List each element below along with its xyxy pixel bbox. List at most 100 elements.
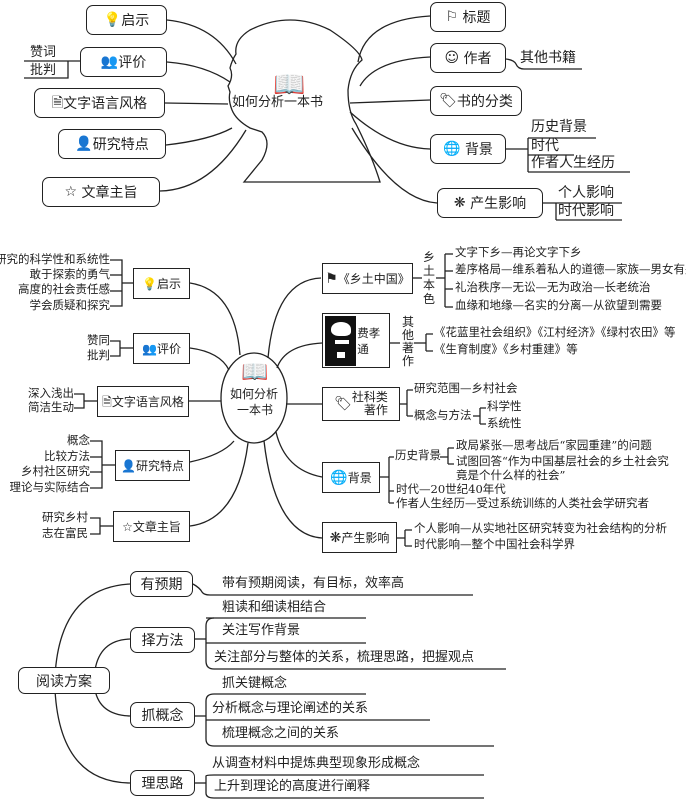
map2-eval-sub-1: 赞同 [87,333,110,347]
map2-node-category[interactable]: 🏷 社科类 著作 [322,387,400,421]
map2-node-research[interactable]: 👤研究特点 [115,450,190,481]
map2-category-scope: 研究范围—乡村社会 [414,381,518,395]
map2-impact-sub-1: 个人影响—从实地社区研究转变为社会结构的分析 [414,521,667,535]
map2-research-sub-4: 理论与实际结合 [9,480,91,494]
map2-category-line2: 著作 [363,403,388,417]
flag-icon: ⚑ [325,270,338,287]
head-outline [227,19,381,183]
map1-bg-sub-life: 作者人生经历 [531,155,615,171]
map3-branch-method[interactable]: 择方法 [130,627,195,653]
map1-impact-sub-personal: 个人影响 [558,185,614,201]
document-icon: 🗎 [102,394,112,409]
map2-eval-sub-2: 批判 [87,348,110,362]
globe-icon: 🌐 [330,469,348,486]
map2-research-sub-2: 比较方法 [44,449,90,463]
map2-node-book[interactable]: ⚑《乡土中国》 [322,263,413,294]
map2-book-icon: 📖 [241,360,269,385]
map3-root[interactable]: 阅读方案 [18,667,110,694]
star-icon: ☆ [64,184,82,200]
map3-method-item-2: 关注写作背景 [222,623,301,638]
map2-book-sub-4: 血缘和地缘—名实的分离—从欲望到需要 [455,298,662,312]
map2-book-sub-3: 礼治秩序—无讼—无为政治—长老统治 [455,280,651,294]
map2-book-sub-2: 差序格局—维系着私人的道德—家族—男女有别 [455,262,686,276]
document-icon: 🗎 [51,95,64,111]
map3-expect-item-1: 带有预期阅读，有目标，效率高 [222,576,405,591]
map2-style-sub-2: 简洁生动 [28,400,74,414]
map3-branch-concept[interactable]: 抓概念 [130,702,195,728]
person-icon: 👤 [121,458,136,473]
people-icon: 👥 [100,54,119,70]
map3-concept-item-1: 抓关键概念 [222,676,288,691]
map2-theme-sub-1: 研究乡村 [42,510,88,524]
map2-node-evaluation[interactable]: 👥评价 [133,333,190,364]
map3-branch-expect[interactable]: 有预期 [130,571,193,597]
map2-bg-history-sub-1: 政局紧张—思考战后“家园重建”的问题 [456,438,652,452]
map3-branch-logic[interactable]: 理思路 [130,770,195,796]
map2-research-sub-3: 乡村社区研究 [21,464,90,478]
map2-author-group: 其他著作 [402,315,415,368]
portrait-icon [325,315,357,366]
map1-impact-sub-era: 时代影响 [558,203,614,219]
map2-insp-sub-4: 学会质疑和探究 [29,298,111,312]
map2-book-group: 乡土本色 [423,250,436,306]
map1-eval-sub-praise: 赞词 [30,45,57,60]
map2-node-background[interactable]: 🌐背景 [322,462,380,493]
map2-insp-sub-3: 高度的社会责任感 [18,282,110,296]
map1-node-title[interactable]: ⚐ 标题 [430,2,506,32]
map1-node-evaluation[interactable]: 👥评价 [80,47,167,77]
map2-author-sub-2: 《生育制度》《乡村重建》等 [434,342,578,356]
person-icon: 👤 [75,136,93,152]
map1-node-research[interactable]: 👤研究特点 [58,129,166,159]
map1-book-icon: 📖 [273,70,306,100]
star-icon: ☆ [122,519,133,534]
map2-center-line2: 一本书 [237,403,274,417]
author-icon: ☺ [444,50,464,66]
map1-node-inspiration[interactable]: 💡启示 [86,5,167,35]
map2-bg-history: 历史背景 [395,448,441,462]
map1-bg-sub-era: 时代 [531,138,559,154]
map1-bg-sub-history: 历史背景 [531,119,587,135]
lightbulb-icon: 💡 [142,276,157,291]
map1-center-title: 如何分析一本书 [232,95,324,110]
map1-eval-sub-critique: 批判 [30,63,57,78]
map1-node-style[interactable]: 🗎文字语言风格 [34,88,165,118]
map2-category-line1: 社科类 [351,390,388,404]
map3-method-item-3: 关注部分与整体的关系，梳理思路，把握观点 [214,650,475,665]
map2-node-author[interactable]: 费孝通 [322,313,390,368]
people-icon: 👥 [142,341,157,356]
map2-insp-sub-2: 敢于探索的勇气 [29,267,111,281]
map2-node-inspiration[interactable]: 💡启示 [133,268,190,299]
map2-research-sub-1: 概念 [67,433,90,447]
map1-node-category[interactable]: 🏷书的分类 [430,86,522,116]
map2-bg-life: 作者人生经历—受过系统训练的人类社会学研究者 [396,496,649,510]
map2-node-theme[interactable]: ☆文章主旨 [113,511,190,542]
map3-logic-item-1: 从调查材料中提炼典型现象形成概念 [212,756,421,771]
map2-impact-sub-2: 时代影响—整个中国社会科学界 [414,537,575,551]
atom-icon: ❋ [329,529,342,546]
map2-node-style[interactable]: 🗎文字语言风格 [97,386,189,417]
map2-author-sub-1: 《花蓝里社会组织》《江村经济》《绿村农田》等 [434,325,676,339]
map2-node-impact[interactable]: ❋产生影响 [322,522,397,553]
map2-category-method-sub-2: 系统性 [487,416,522,430]
map2-center-line1: 如何分析 [230,387,279,401]
map2-style-sub-1: 深入浅出 [28,386,74,400]
map2-insp-sub-1: 研究的科学性和系统性 [0,252,110,266]
lightbulb-icon: 💡 [103,12,122,28]
map2-book-sub-1: 文字下乡—再论文字下乡 [455,245,582,259]
map2-category-method-sub-1: 科学性 [487,399,522,413]
map1-node-author[interactable]: ☺ 作者 [430,43,506,73]
map3-logic-item-2: 上升到理论的高度进行阐释 [214,779,371,794]
map3-concept-item-2: 分析概念与理论阐述的关系 [212,701,369,716]
map1-node-impact[interactable]: ❋ 产生影响 [437,188,543,218]
map3-method-item-1: 粗读和细读相结合 [222,600,327,615]
map3-concept-item-3: 梳理概念之间的关系 [222,726,340,741]
map1-node-background[interactable]: 🌐 背景 [430,134,506,164]
map1-node-theme[interactable]: ☆ 文章主旨 [42,177,160,207]
map2-bg-history-sub-3: 竟是个什么样的社会” [456,468,566,482]
tag-icon: 🏷 [439,93,457,109]
globe-icon: 🌐 [443,141,465,157]
map2-bg-era: 时代—20世纪40年代 [396,482,506,496]
map2-category-method: 概念与方法 [414,408,472,422]
